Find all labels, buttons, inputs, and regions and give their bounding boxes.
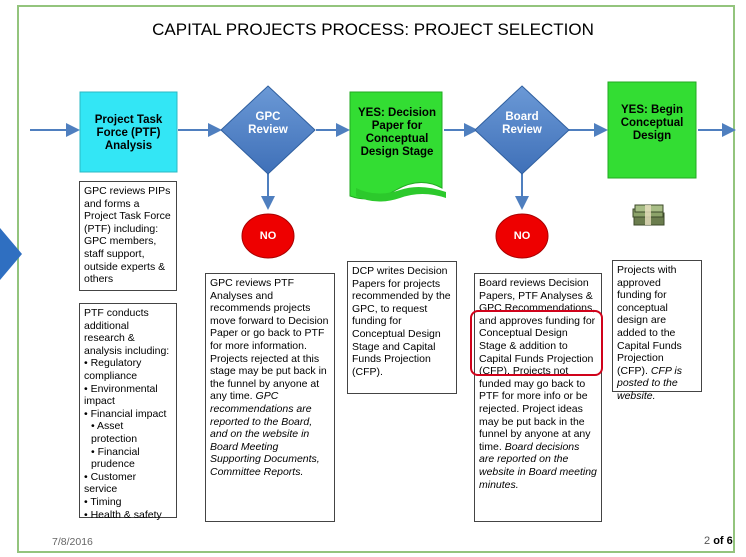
- gpc-reviews-pips-text: GPC reviews PIPs and forms a Project Tas…: [84, 185, 171, 286]
- decision-paper-label: YES: Decision Paper for Conceptual Desig…: [358, 107, 436, 158]
- list-item: • Timing: [84, 495, 122, 508]
- page-total: of 6: [713, 535, 733, 547]
- highlight-outline: [470, 310, 603, 376]
- list-item: • Financial impact: [84, 407, 167, 420]
- gpc-reviews-ptf-text: GPC reviews PTF Analyses and recommends …: [210, 277, 329, 403]
- begin-design-node: [607, 81, 697, 179]
- no-circle-gpc: [241, 213, 295, 259]
- ptf-conducts-intro: PTF conducts additional research & analy…: [84, 307, 170, 357]
- gpc-review-label: GPC Review: [248, 111, 288, 136]
- ptf-analysis-node: [79, 91, 178, 173]
- list-item: • Customer service: [84, 470, 137, 496]
- board-review-label: Board Review: [502, 111, 542, 136]
- board-reviews-italic: Board decisions are reported on the webs…: [479, 440, 597, 491]
- begin-design-label: YES: Begin Conceptual Design: [620, 104, 684, 142]
- gpc-review-diamond: [220, 85, 316, 175]
- decision-paper-document: [349, 91, 443, 200]
- projects-with-box: Projects with approved funding for conce…: [612, 260, 702, 402]
- gpc-reviews-ptf-italic: GPC recommendations are reported to the …: [210, 390, 320, 478]
- list-item: • Asset protection: [91, 420, 138, 445]
- projects-with-text: Projects with approved funding for conce…: [617, 264, 682, 377]
- list-item: • Health & safety: [84, 508, 162, 521]
- dcp-writes-box: DCP writes Decision Papers for projects …: [347, 261, 457, 394]
- dcp-writes-text: DCP writes Decision Papers for projects …: [352, 265, 451, 378]
- no-label-board: NO: [513, 230, 531, 242]
- ptf-analysis-label: Project Task Force (PTF) Analysis: [94, 114, 163, 152]
- board-review-diamond: [474, 85, 570, 175]
- footer-date: 7/8/2016: [52, 536, 93, 548]
- projects-with-italic: CFP is posted to the website.: [617, 364, 682, 402]
- no-circle-board: [495, 213, 549, 259]
- list-item: • Financial prudence: [91, 445, 140, 471]
- page-title: CAPITAL PROJECTS PROCESS: PROJECT SELECT…: [152, 20, 594, 39]
- ptf-conducts-box: PTF conducts additional research & analy…: [79, 303, 177, 521]
- page-indicator: 2 of 6: [704, 535, 733, 547]
- gpc-reviews-pips-box: GPC reviews PIPs and forms a Project Tas…: [79, 181, 177, 291]
- previous-slide-arrow-icon[interactable]: [0, 228, 22, 280]
- list-item: • Environmental impact: [84, 382, 158, 408]
- no-label-gpc: NO: [259, 230, 277, 242]
- page-number: 2: [704, 535, 711, 547]
- money-stack-icon: [632, 204, 665, 226]
- gpc-reviews-ptf-box: GPC reviews PTF Analyses and recommends …: [205, 273, 335, 522]
- list-item: • Regulatory compliance: [84, 357, 142, 382]
